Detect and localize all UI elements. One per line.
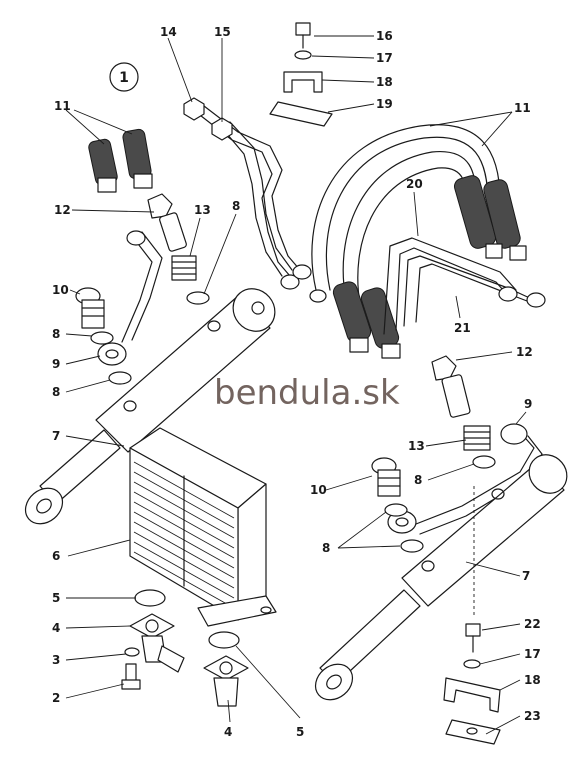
callout-9-right: 9 <box>524 397 532 411</box>
callout-8-right-lower: 8 <box>322 541 330 555</box>
lower-left-fittings <box>121 589 185 690</box>
callout-labels: 14 15 16 17 18 19 11 11 12 13 8 20 10 8 … <box>52 25 541 739</box>
callout-5-right: 5 <box>296 725 304 739</box>
callout-9-left: 9 <box>52 357 60 371</box>
callout-8-left-upper: 8 <box>52 327 60 341</box>
callout-6: 6 <box>52 549 60 563</box>
right-braided-hoses <box>311 124 527 359</box>
seal-8-left-upper-icon <box>90 331 114 345</box>
callout-10-left: 10 <box>52 283 69 297</box>
oil-cooler <box>129 427 277 627</box>
callout-8-top: 8 <box>232 199 240 213</box>
callout-8-left-lower: 8 <box>52 385 60 399</box>
oring-5-right-icon <box>208 631 240 649</box>
callout-7-left: 7 <box>52 429 60 443</box>
callout-14: 14 <box>160 25 177 39</box>
callout-18-bottom: 18 <box>524 673 541 687</box>
right-hydraulic-cylinder <box>314 454 568 701</box>
bracket-assembly-top <box>269 22 333 127</box>
bracket-18-bottom-icon <box>443 677 501 713</box>
callout-18-top: 18 <box>376 75 393 89</box>
watermark: bendula.sk <box>214 373 400 413</box>
callout-4-right: 4 <box>224 725 232 739</box>
leader-lines <box>65 35 527 735</box>
lower-center-fittings <box>203 631 249 707</box>
callout-12-right: 12 <box>516 345 533 359</box>
cooler-grille <box>133 461 235 609</box>
seal-8-left-lower-icon <box>108 371 132 385</box>
callout-22: 22 <box>524 617 541 631</box>
bracket-assembly-bottom <box>443 486 501 745</box>
callout-7-right: 7 <box>522 569 530 583</box>
callout-13-left: 13 <box>194 203 211 217</box>
washer-17-bottom-icon <box>463 659 481 669</box>
bolt-22-head-icon <box>465 623 481 637</box>
left-braided-hoses <box>88 128 153 193</box>
left-pipe-12 <box>97 230 163 366</box>
callout-21: 21 <box>454 321 471 335</box>
callout-12-left: 12 <box>54 203 71 217</box>
right-pipe-loops <box>309 237 546 335</box>
callout-4-left: 4 <box>52 621 60 635</box>
callout-8-right-upper: 8 <box>414 473 422 487</box>
top-pipe-pair <box>183 97 312 290</box>
left-fittings <box>147 193 210 305</box>
callout-16: 16 <box>376 29 393 43</box>
callout-20: 20 <box>406 177 423 191</box>
callout-11-right: 11 <box>514 101 531 115</box>
left-banjo-bolt <box>75 287 132 385</box>
oring-5-left-icon <box>134 589 166 607</box>
callout-15: 15 <box>214 25 231 39</box>
view-marker: 1 <box>109 62 139 92</box>
callout-3: 3 <box>52 653 60 667</box>
banjo-9-left-icon <box>97 342 127 366</box>
plate-23-icon <box>445 719 501 745</box>
flange-4-right-icon <box>203 655 249 681</box>
flange-4-left-icon <box>129 613 175 639</box>
callout-13-right: 13 <box>408 439 425 453</box>
pipe-14-nut-icon <box>183 97 205 121</box>
callout-17-top: 17 <box>376 51 393 65</box>
left-hydraulic-cylinder <box>24 288 276 525</box>
washer-17-icon <box>294 50 312 60</box>
right-fittings <box>371 355 543 553</box>
seal-8-left-top-icon <box>186 291 210 305</box>
seal-8-right-mid-icon <box>384 503 408 517</box>
callout-10-right: 10 <box>310 483 327 497</box>
callout-17-bottom: 17 <box>524 647 541 661</box>
callout-23: 23 <box>524 709 541 723</box>
seal-8-right-upper-icon <box>472 455 496 469</box>
washer-3-icon <box>124 647 140 657</box>
banjo-9-right-icon <box>500 423 528 445</box>
bracket-18-icon <box>283 71 323 93</box>
callout-11-left: 11 <box>54 99 71 113</box>
plate-19-icon <box>269 101 333 127</box>
callout-19: 19 <box>376 97 393 111</box>
view-marker-label: 1 <box>119 70 129 86</box>
callout-2: 2 <box>52 691 60 705</box>
bolt-16-head-icon <box>295 22 311 36</box>
callout-5-left: 5 <box>52 591 60 605</box>
seal-8-right-lower-icon <box>400 539 424 553</box>
